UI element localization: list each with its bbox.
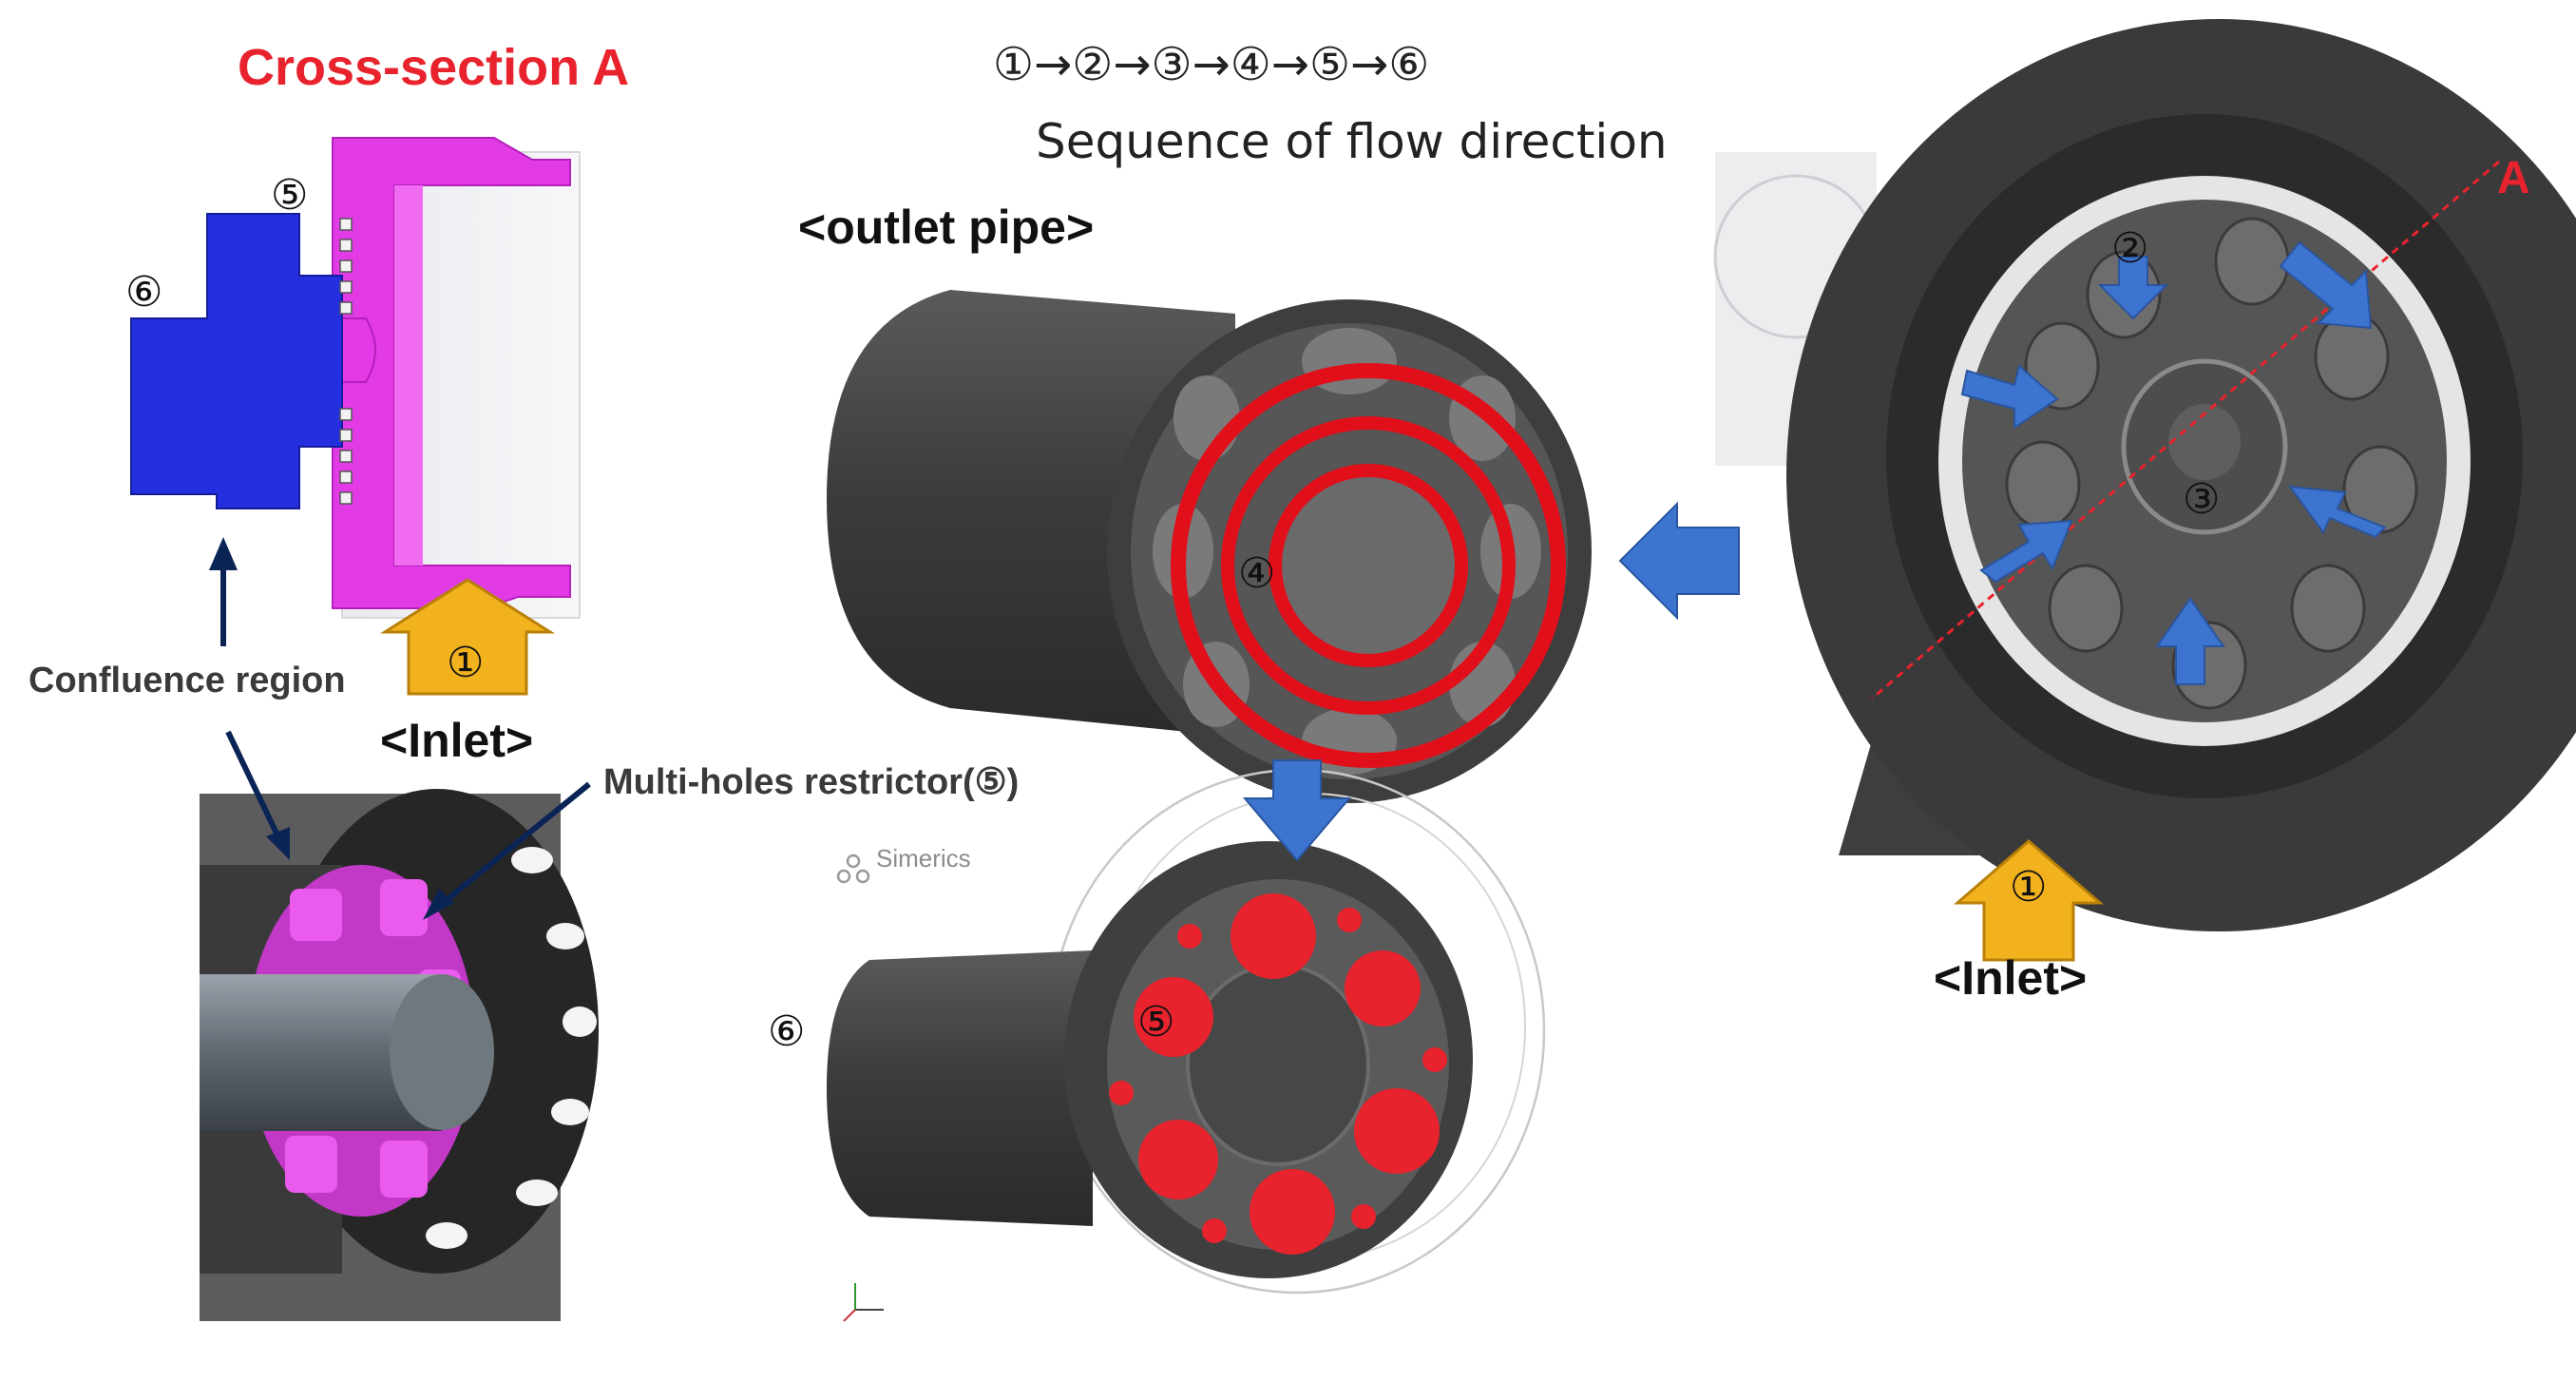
- marker-four: ④: [1238, 549, 1276, 598]
- inlet-arrow-icon: [379, 578, 556, 696]
- multi-holes-restrictor-label: Multi-holes restrictor(⑤): [603, 762, 1020, 802]
- flow-sequence: ①→②→③→④→⑤→⑥: [993, 38, 1430, 91]
- flow-arrow-icon: [2279, 240, 2373, 330]
- marker-one-left: ①: [447, 639, 485, 687]
- confluence-region-label: Confluence region: [29, 661, 346, 700]
- cross-section-title: Cross-section A: [238, 39, 630, 96]
- simerics-watermark: Simerics: [876, 844, 971, 873]
- red-ring-inner: [1269, 464, 1468, 667]
- blue-outlet-body: [130, 213, 343, 509]
- red-ring-outer: [1171, 363, 1566, 768]
- flow-arrow-icon: [2097, 256, 2169, 320]
- restrictor-pipe-body: [827, 950, 1093, 1226]
- restrictor-arrow: [435, 781, 591, 911]
- marker-one-right: ①: [2010, 863, 2048, 911]
- marker-six-outlet: ⑥: [768, 1007, 806, 1056]
- restrictor-holes: [339, 218, 353, 505]
- confluence-arrow-diag: [225, 730, 283, 843]
- flow-arrow-icon: [1960, 364, 2059, 430]
- flow-sequence-caption: Sequence of flow direction: [1036, 114, 1668, 169]
- section-marker-a: A: [2497, 153, 2530, 203]
- flow-arrow-icon: [1618, 501, 1740, 621]
- marker-five-section: ⑤: [271, 171, 309, 220]
- outlet-pipe-label: <outlet pipe>: [798, 201, 1095, 254]
- housing-front-view: [1713, 19, 2576, 931]
- axis-triad-icon: [843, 1283, 884, 1322]
- simerics-logo-icon: [836, 854, 870, 884]
- red-ring-middle: [1221, 416, 1516, 715]
- inlet-label-left: <Inlet>: [380, 714, 534, 767]
- housing-inner-wall: [394, 185, 423, 566]
- outlet-restrictor-view: [827, 768, 1546, 1295]
- marker-two: ②: [2111, 224, 2149, 273]
- marker-six-section: ⑥: [125, 268, 163, 316]
- flow-arrow-icon: [1242, 759, 1352, 862]
- restrictor-3d-view: [200, 730, 599, 1321]
- cross-section-a: [130, 137, 581, 696]
- section-line-a: [1871, 160, 2500, 700]
- flow-arrow-icon: [2287, 485, 2387, 539]
- flow-arrow-icon: [2155, 597, 2225, 685]
- marker-five-outlet: ⑤: [1137, 998, 1175, 1046]
- outlet-pipe-view: [827, 290, 1592, 803]
- flow-arrow-icon: [1979, 519, 2073, 584]
- red-holes: [1109, 893, 1447, 1255]
- marker-three: ③: [2183, 475, 2221, 524]
- inlet-arrow-icon: [1953, 839, 2105, 962]
- inlet-label-right: <Inlet>: [1934, 951, 2088, 1005]
